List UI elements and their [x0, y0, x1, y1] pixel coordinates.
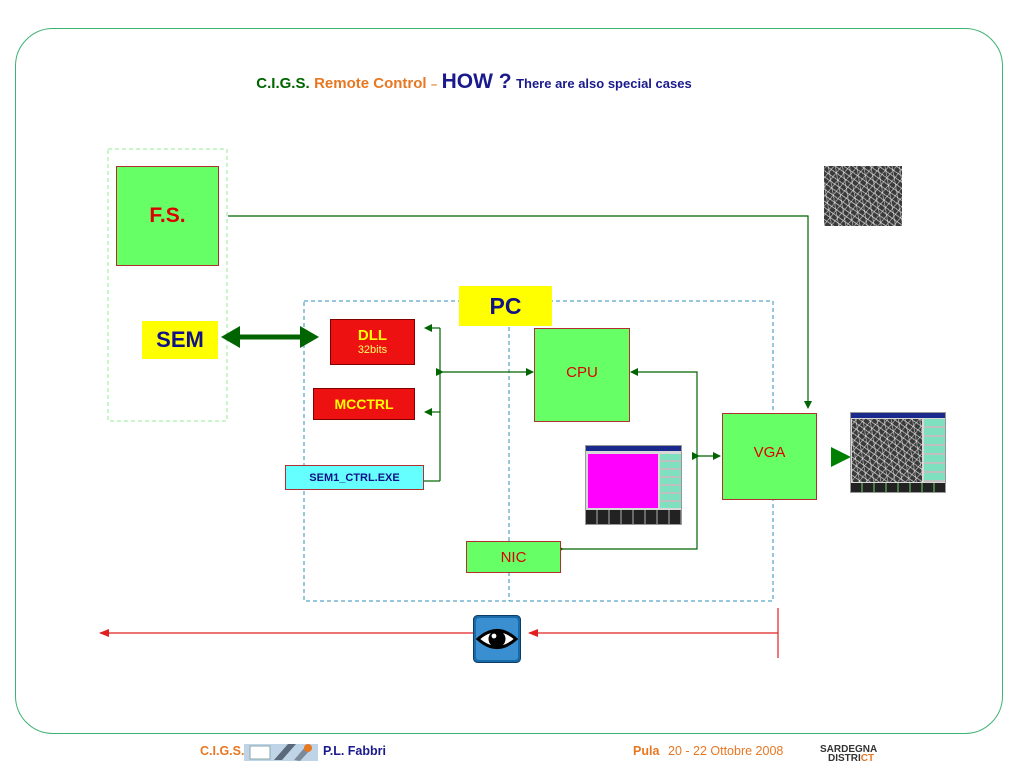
fs-to-vga-connector: [228, 215, 812, 409]
sardegna-district-logo: SARDEGNA DISTRICT: [820, 744, 878, 764]
sem-image-thumbnail: [824, 166, 902, 226]
dll-sublabel: 32bits: [357, 343, 388, 356]
eye-icon: [473, 615, 521, 663]
footer-logo-image: [244, 740, 318, 765]
software-sem-image: [852, 419, 922, 482]
cpu-nic-connector: [556, 368, 698, 553]
slide-frame: [15, 28, 1003, 734]
sem-label: SEM: [156, 327, 204, 352]
monitor-screenshot-magenta: [585, 445, 682, 525]
pc-node: PC: [459, 286, 552, 326]
logo-line1: SARDEGNA: [820, 744, 878, 755]
cpu-label: CPU: [566, 363, 598, 381]
vga-node: VGA: [722, 413, 817, 500]
logo-line2-b: CT: [860, 753, 875, 764]
title-dash: –: [431, 79, 438, 91]
footer-cigs: C.I.G.S.: [200, 744, 245, 758]
vga-label: VGA: [753, 444, 786, 461]
fs-sem-group: [107, 148, 228, 422]
screenshot-magenta-area: [588, 454, 658, 508]
software-titlebar: [851, 413, 945, 418]
title-how: HOW ?: [441, 70, 512, 93]
mcctrl-label: MCCTRL: [334, 396, 394, 412]
slide-title: C.I.G.S. Remote Control – HOW ? There ar…: [0, 70, 948, 94]
cpu-node: CPU: [534, 328, 630, 422]
logo-line2: DISTRICT: [820, 753, 877, 764]
sem1-ctrl-label: SEM1_CTRL.EXE: [309, 471, 400, 484]
logo-line2-a: DISTRI: [828, 753, 861, 764]
dll-node: DLL 32bits: [330, 319, 415, 365]
footer-dates: 20 - 22 Ottobre 2008: [668, 744, 784, 758]
title-special: There are also special cases: [516, 76, 692, 91]
pc-label: PC: [489, 292, 522, 319]
sem1-ctrl-node: SEM1_CTRL.EXE: [285, 465, 424, 490]
nic-label: NIC: [500, 548, 527, 566]
software-bottom-bar: [851, 483, 945, 492]
mcctrl-node: MCCTRL: [313, 388, 415, 420]
nic-node: NIC: [466, 541, 561, 573]
title-remote-control: Remote Control: [314, 75, 427, 92]
footer-place: Pula: [633, 744, 660, 758]
fs-node: F.S.: [116, 166, 219, 266]
screenshot-side-panel: [660, 454, 681, 508]
dll-arrowhead: [300, 326, 319, 348]
screenshot-bottom-bar: [586, 510, 681, 524]
sem-arrowhead: [221, 326, 240, 348]
vga-output-arrow: [831, 447, 851, 467]
sem-software-screenshot: [850, 412, 946, 493]
dll-label: DLL: [357, 326, 388, 344]
software-side-panel: [924, 419, 945, 482]
sem-node: SEM: [142, 321, 218, 359]
fs-label: F.S.: [149, 204, 186, 227]
title-cigs: C.I.G.S.: [256, 75, 310, 92]
screenshot-titlebar: [586, 446, 681, 451]
footer-author: P.L. Fabbri: [323, 744, 386, 758]
